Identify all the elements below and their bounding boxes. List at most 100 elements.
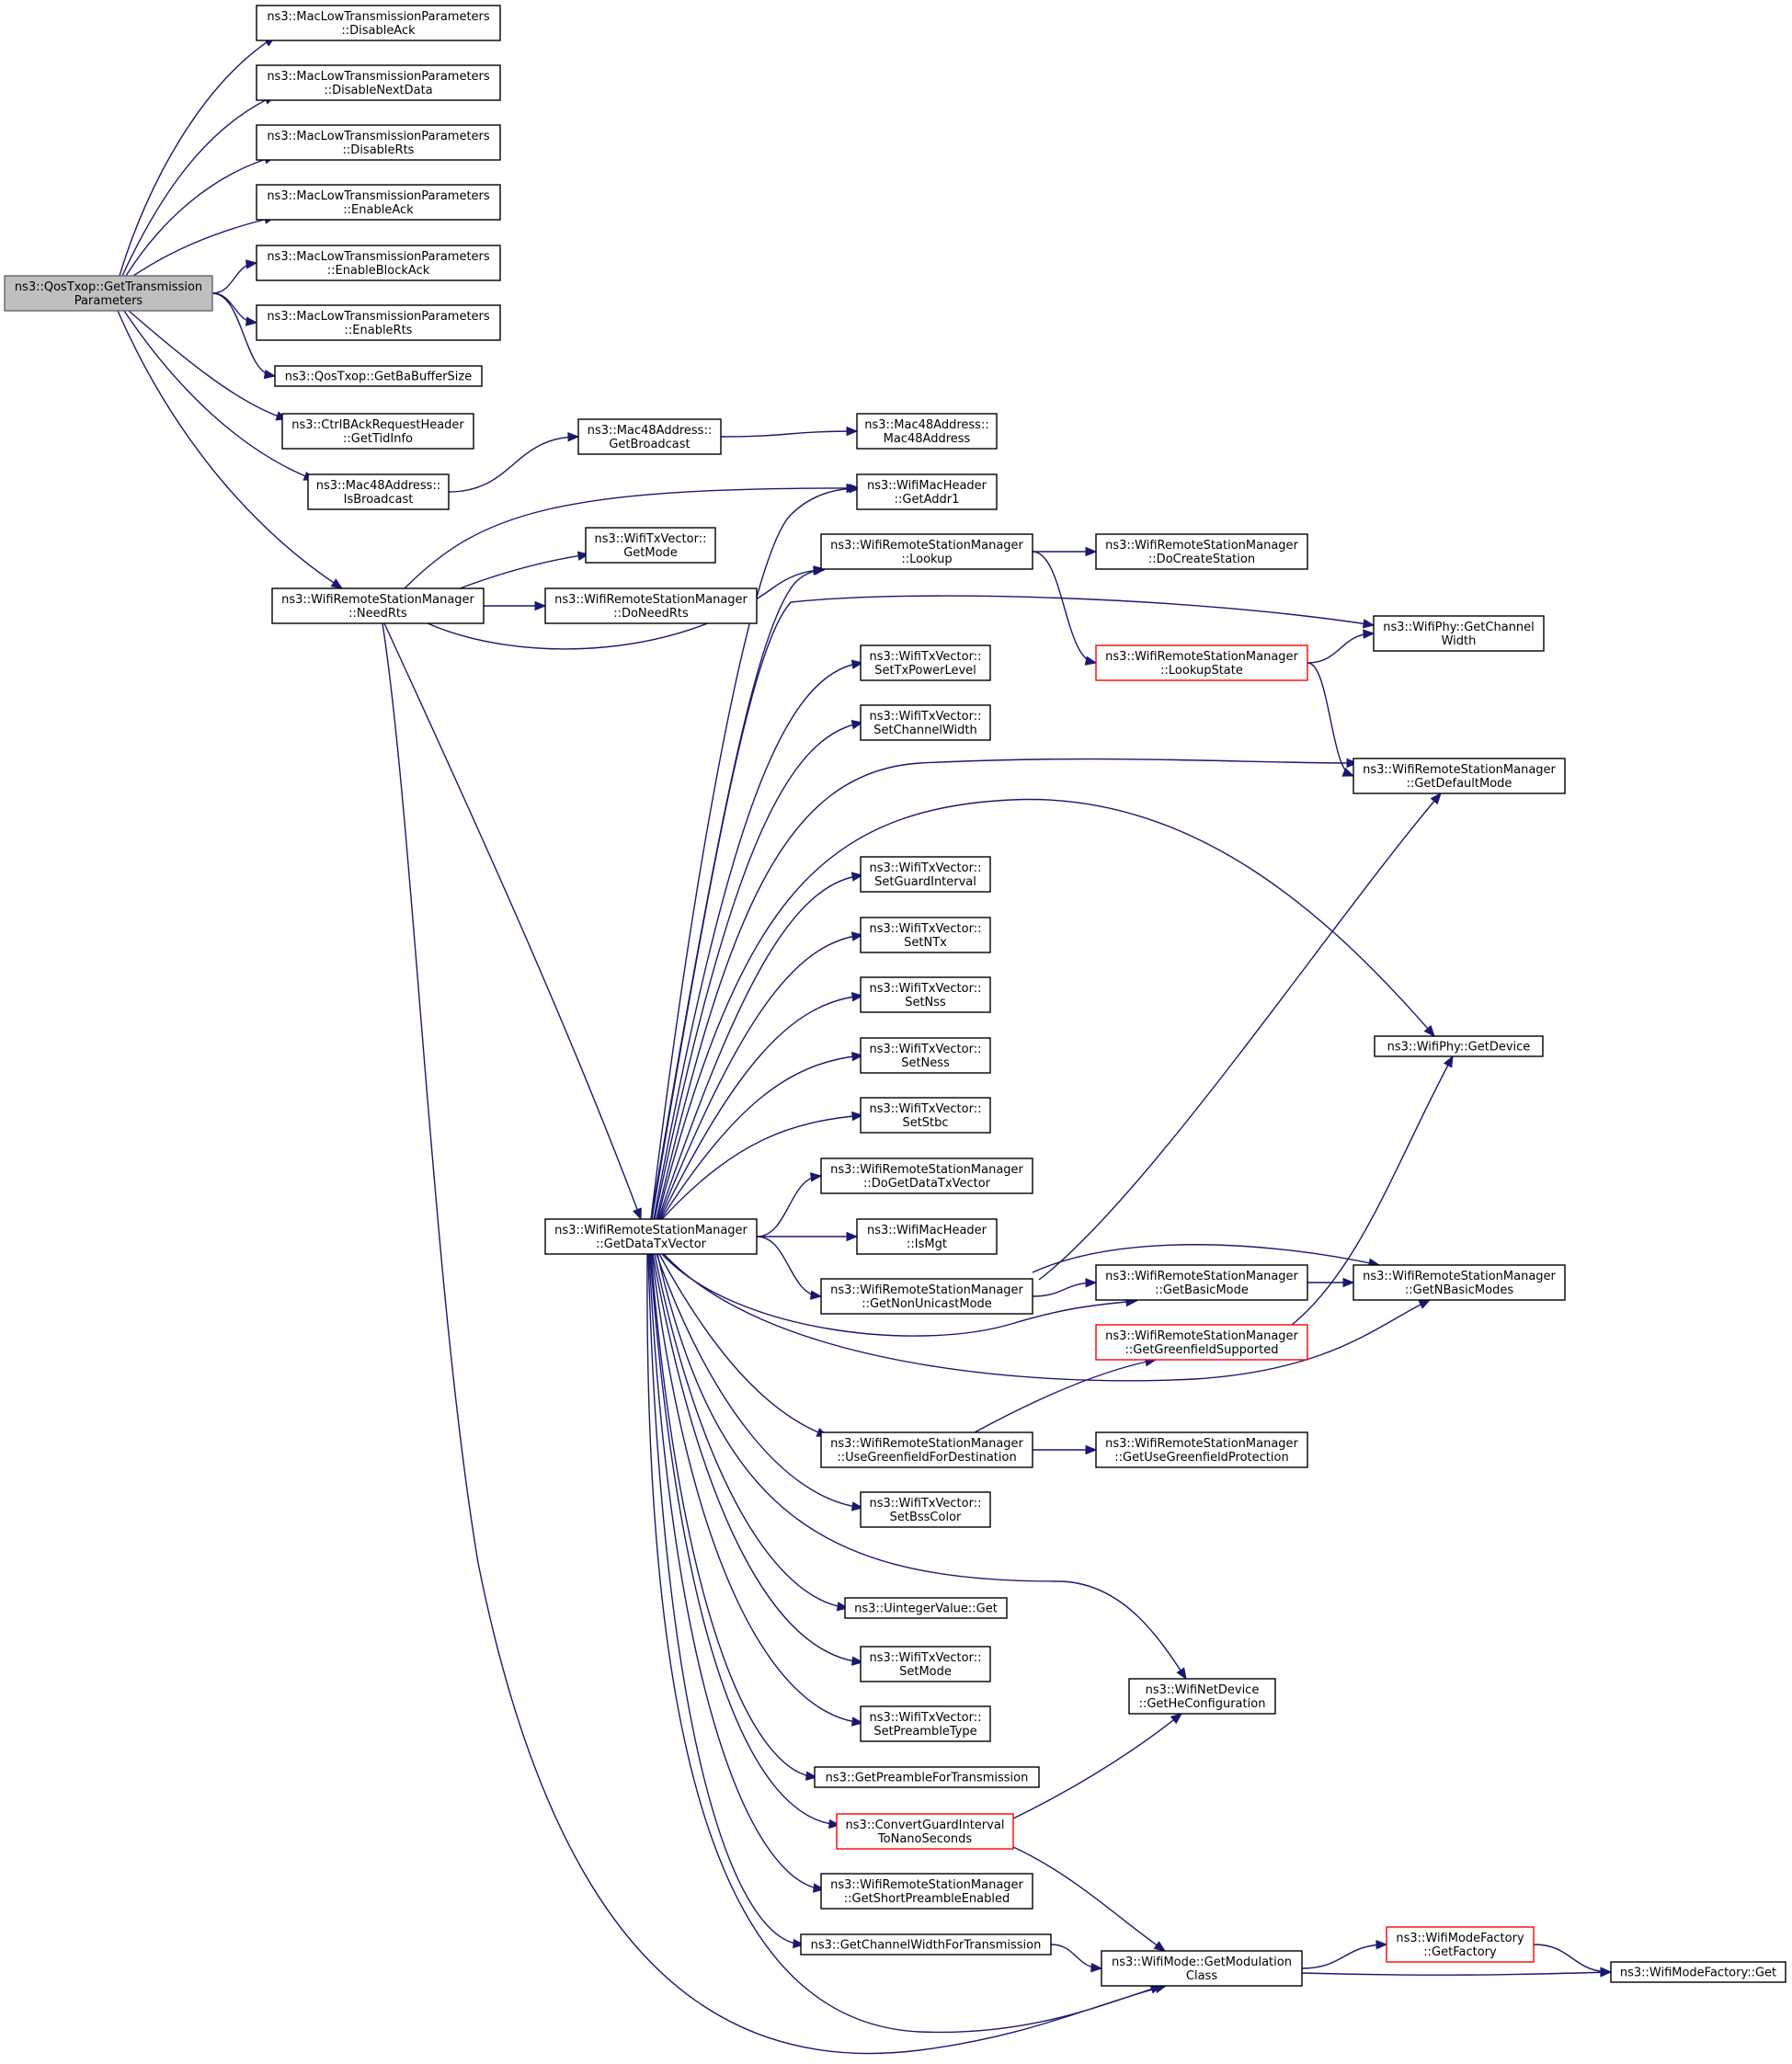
node-box	[274, 365, 483, 387]
edge-getChannelWidthForTransmission-to-getModulationClass	[1050, 1944, 1103, 1973]
node-box	[1128, 1678, 1276, 1715]
node-box	[1095, 1324, 1308, 1361]
node-label: GetBroadcast	[609, 438, 690, 451]
node-label: ns3::QosTxop::GetBaBufferSize	[285, 371, 472, 384]
edge-getDataTxVector-to-setBssColor	[656, 1253, 864, 1511]
edge-line	[1301, 1944, 1387, 1969]
node-label: ns3::GetPreambleForTransmission	[826, 1772, 1029, 1785]
node-box	[820, 1431, 1033, 1468]
node-doNeedRts[interactable]: ns3::WifiRemoteStationManager::DoNeedRts	[544, 587, 758, 624]
edge-getDataTxVector-to-setTxPowerLevel	[653, 659, 864, 1220]
node-doGetDataTxVector[interactable]: ns3::WifiRemoteStationManager::DoGetData…	[820, 1157, 1033, 1194]
node-getBaBufferSize[interactable]: ns3::QosTxop::GetBaBufferSize	[274, 365, 483, 387]
node-setStbc[interactable]: ns3::WifiTxVector::SetStbc	[860, 1097, 991, 1134]
edge-line	[663, 1253, 1431, 1382]
node-label: ::EnableRts	[345, 324, 413, 337]
node-needRts[interactable]: ns3::WifiRemoteStationManager::NeedRts	[271, 587, 485, 624]
node-setBssColor[interactable]: ns3::WifiTxVector::SetBssColor	[860, 1491, 991, 1528]
edge-arrowhead	[534, 600, 547, 611]
node-getFactory[interactable]: ns3::WifiModeFactory::GetFactory	[1386, 1926, 1535, 1963]
node-lookup[interactable]: ns3::WifiRemoteStationManager::Lookup	[820, 533, 1033, 570]
node-label: ::NeedRts	[348, 607, 407, 621]
node-setPreambleType[interactable]: ns3::WifiTxVector::SetPreambleType	[860, 1705, 991, 1742]
node-setGuardInterval[interactable]: ns3::WifiTxVector::SetGuardInterval	[860, 856, 991, 893]
node-getDefaultMode[interactable]: ns3::WifiRemoteStationManager::GetDefaul…	[1353, 758, 1566, 794]
node-getHeConfiguration[interactable]: ns3::WifiNetDevice::GetHeConfiguration	[1128, 1678, 1276, 1715]
node-label: ns3::WifiRemoteStationManager	[830, 1437, 1023, 1451]
node-label: SetGuardInterval	[874, 875, 976, 889]
edge-useGreenfieldForDestination-to-getUseGreenfieldProtection	[1033, 1444, 1098, 1455]
node-getNBasicModes[interactable]: ns3::WifiRemoteStationManager::GetNBasic…	[1353, 1264, 1566, 1301]
node-getBroadcast[interactable]: ns3::Mac48Address::GetBroadcast	[577, 418, 722, 455]
edge-root-to-disableAck	[119, 36, 277, 277]
edge-line	[1301, 1971, 1612, 1976]
node-label: Parameters	[74, 294, 143, 308]
node-box	[544, 1218, 758, 1255]
node-box	[1374, 1035, 1544, 1057]
node-setNss[interactable]: ns3::WifiTxVector::SetNss	[860, 976, 991, 1013]
node-label: ns3::WifiTxVector::	[594, 532, 706, 546]
node-getChannelWidthForTransmission[interactable]: ns3::GetChannelWidthForTransmission	[800, 1933, 1052, 1956]
node-disableNextData[interactable]: ns3::MacLowTransmissionParameters::Disab…	[256, 64, 501, 101]
edge-arrowhead	[849, 483, 862, 494]
node-getShortPreambleEnabled[interactable]: ns3::WifiRemoteStationManager::GetShortP…	[820, 1873, 1033, 1910]
node-label: SetTxPowerLevel	[874, 664, 976, 678]
edge-needRts-to-getModulationClass	[382, 622, 1168, 2055]
node-enableAck[interactable]: ns3::MacLowTransmissionParameters::Enabl…	[256, 184, 501, 221]
node-box	[856, 1218, 998, 1255]
node-label: ::GetHeConfiguration	[1139, 1697, 1266, 1711]
node-label: ns3::WifiTxVector::	[869, 922, 981, 936]
node-getDevice[interactable]: ns3::WifiPhy::GetDevice	[1374, 1035, 1544, 1057]
node-getPreambleForTransmission[interactable]: ns3::GetPreambleForTransmission	[814, 1766, 1040, 1788]
node-enableBlockAck[interactable]: ns3::MacLowTransmissionParameters::Enabl…	[256, 245, 501, 281]
node-label: ns3::WifiTxVector::	[869, 650, 981, 664]
node-enableRts[interactable]: ns3::MacLowTransmissionParameters::Enabl…	[256, 304, 501, 341]
edge-needRts-to-getDataTxVector	[383, 622, 642, 1221]
node-setNess[interactable]: ns3::WifiTxVector::SetNess	[860, 1037, 991, 1074]
node-getBasicMode[interactable]: ns3::WifiRemoteStationManager::GetBasicM…	[1095, 1264, 1308, 1301]
node-setMode[interactable]: ns3::WifiTxVector::SetMode	[860, 1646, 991, 1682]
edge-line	[1010, 1713, 1182, 1820]
node-doCreateStation[interactable]: ns3::WifiRemoteStationManager::DoCreateS…	[1095, 533, 1308, 570]
node-label: SetBssColor	[890, 1511, 962, 1524]
node-disableAck[interactable]: ns3::MacLowTransmissionParameters::Disab…	[256, 5, 501, 41]
edge-line	[720, 430, 858, 438]
node-box	[860, 917, 991, 953]
node-getUseGreenfieldProtection[interactable]: ns3::WifiRemoteStationManager::GetUseGre…	[1095, 1431, 1308, 1468]
node-box	[256, 245, 501, 281]
node-getTidInfo[interactable]: ns3::CtrlBAckRequestHeader::GetTidInfo	[281, 413, 474, 450]
node-useGreenfieldForDestination[interactable]: ns3::WifiRemoteStationManager::UseGreenf…	[820, 1431, 1033, 1468]
node-setTxPowerLevel[interactable]: ns3::WifiTxVector::SetTxPowerLevel	[860, 644, 991, 681]
node-isMgt[interactable]: ns3::WifiMacHeader::IsMgt	[856, 1218, 998, 1255]
node-uintegerGet[interactable]: ns3::UintegerValue::Get	[844, 1597, 1008, 1619]
node-getGreenfieldSupported[interactable]: ns3::WifiRemoteStationManager::GetGreenf…	[1095, 1324, 1308, 1361]
node-label: ns3::WifiRemoteStationManager	[281, 593, 474, 607]
node-label: ns3::MacLowTransmissionParameters	[267, 10, 490, 24]
node-modeFactoryGet[interactable]: ns3::WifiModeFactory::Get	[1610, 1961, 1786, 1983]
node-isBroadcast[interactable]: ns3::Mac48Address::IsBroadcast	[307, 473, 450, 510]
node-getNonUnicastMode[interactable]: ns3::WifiRemoteStationManager::GetNonUni…	[820, 1278, 1033, 1315]
node-label: ns3::WifiRemoteStationManager	[1105, 539, 1298, 553]
node-label: ns3::WifiMacHeader	[867, 479, 987, 493]
node-getChannelWidth[interactable]: ns3::WifiPhy::GetChannelWidth	[1373, 615, 1545, 652]
edge-arrowhead	[1085, 1278, 1098, 1288]
node-box	[820, 1873, 1033, 1910]
node-getMode[interactable]: ns3::WifiTxVector::GetMode	[585, 527, 716, 564]
node-box	[1095, 533, 1308, 570]
node-setChannelWidth[interactable]: ns3::WifiTxVector::SetChannelWidth	[860, 704, 991, 741]
node-setNTx[interactable]: ns3::WifiTxVector::SetNTx	[860, 917, 991, 953]
node-mac48Address[interactable]: ns3::Mac48Address::Mac48Address	[856, 413, 998, 450]
edge-arrowhead	[793, 1938, 805, 1949]
node-label: ns3::WifiModeFactory	[1396, 1932, 1524, 1945]
node-lookupState[interactable]: ns3::WifiRemoteStationManager::LookupSta…	[1095, 644, 1308, 681]
node-label: ns3::WifiTxVector::	[869, 1651, 981, 1665]
node-box	[856, 473, 998, 510]
node-label: ns3::MacLowTransmissionParameters	[267, 310, 490, 324]
node-getAddr1[interactable]: ns3::WifiMacHeader::GetAddr1	[856, 473, 998, 510]
edge-line	[974, 1359, 1157, 1433]
node-getDataTxVector[interactable]: ns3::WifiRemoteStationManager::GetDataTx…	[544, 1218, 758, 1255]
node-disableRts[interactable]: ns3::MacLowTransmissionParameters::Disab…	[256, 124, 501, 161]
